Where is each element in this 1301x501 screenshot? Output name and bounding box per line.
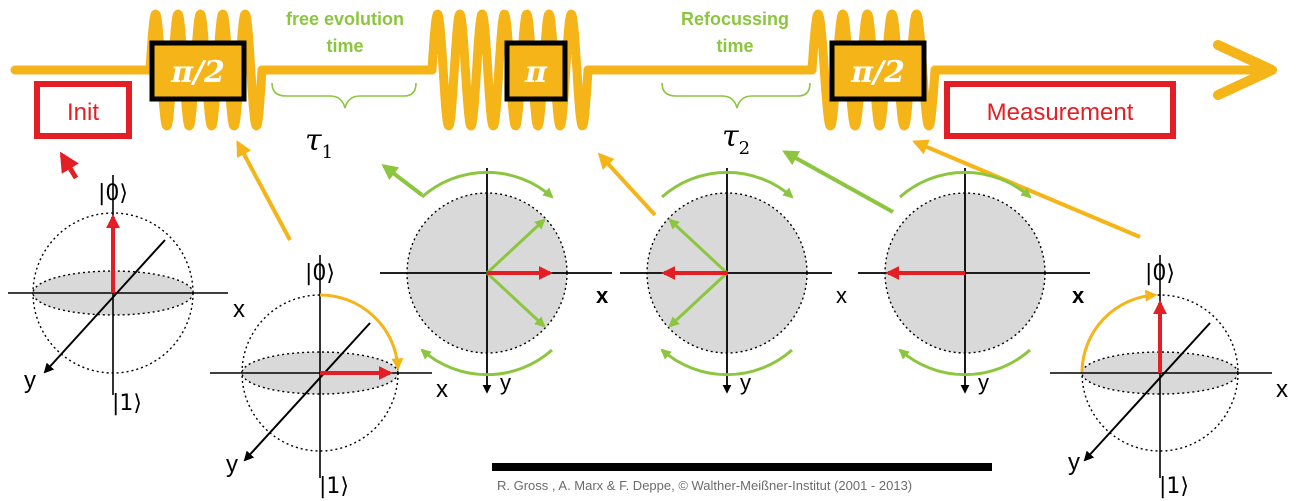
x-axis-label: x: [436, 376, 448, 403]
ket1-label: |1⟩: [112, 391, 142, 416]
tau1-label: τ1: [305, 123, 333, 163]
free-evolution-label-line2: time: [326, 36, 363, 56]
x-axis-label: x: [1276, 376, 1288, 403]
measurement-box: Measurement: [944, 81, 1176, 139]
free-evolution-label-line1: free evolution: [286, 9, 404, 29]
ket1-label: |1⟩: [319, 474, 349, 499]
bloch-sphere-init: |0⟩ |1⟩ x y: [8, 175, 245, 416]
refocussing-label-line2: time: [716, 36, 753, 56]
y-axis-label: y: [24, 367, 36, 394]
x-axis-label: x: [596, 283, 609, 308]
connector-arrow-init: [59, 151, 79, 180]
svg-text:π/2: π/2: [170, 55, 225, 90]
arrow-head: [1213, 40, 1277, 100]
ket0-label: |0⟩: [1145, 261, 1175, 286]
connector-arrow-pi-half-1: [236, 140, 292, 241]
ket0-label: |0⟩: [305, 261, 335, 286]
credit-bar: R. Gross , A. Marx & F. Deppe, © Walther…: [492, 463, 992, 493]
pulse-box-pi-half-1: π/2: [149, 40, 247, 102]
x-axis-label: x: [1072, 283, 1085, 308]
y-axis-label: y: [1068, 449, 1080, 476]
svg-text:Measurement: Measurement: [987, 99, 1134, 126]
equatorial-disc-dephasing: x y: [380, 168, 612, 395]
connector-arrow-tau2: [782, 150, 894, 214]
y-axis-label: y: [978, 370, 989, 395]
y-axis-label: y: [226, 451, 238, 478]
credit-text: R. Gross , A. Marx & F. Deppe, © Walther…: [497, 478, 912, 493]
equatorial-disc-refocussing: x y: [620, 168, 847, 395]
connector-arrow-pi: [597, 152, 657, 217]
equatorial-disc-refocused: x y: [858, 168, 1090, 395]
ket1-label: |1⟩: [1159, 474, 1189, 499]
brace-refocussing: [661, 82, 811, 109]
y-axis-label: y: [740, 370, 751, 395]
x-axis-label: x: [233, 296, 245, 323]
refocussing-label-line1: Refocussing: [681, 9, 789, 29]
x-axis-label: x: [836, 283, 847, 308]
init-box: Init: [34, 81, 132, 139]
ket0-label: |0⟩: [98, 181, 128, 206]
pulse-box-pi: π: [504, 40, 568, 102]
svg-text:π/2: π/2: [850, 55, 905, 90]
bloch-sphere-measurement: |0⟩ |1⟩ x y: [1050, 255, 1288, 499]
bloch-sphere-after-pi-half: |0⟩ |1⟩ x y: [210, 255, 448, 499]
brace-free-evolution: [271, 82, 417, 109]
connector-arrow-tau1: [381, 164, 424, 197]
y-axis-label: y: [500, 370, 511, 395]
svg-text:Init: Init: [67, 99, 99, 126]
pulse-box-pi-half-2: π/2: [829, 40, 927, 102]
svg-text:π: π: [524, 55, 548, 90]
tau2-label: τ2: [722, 119, 750, 159]
